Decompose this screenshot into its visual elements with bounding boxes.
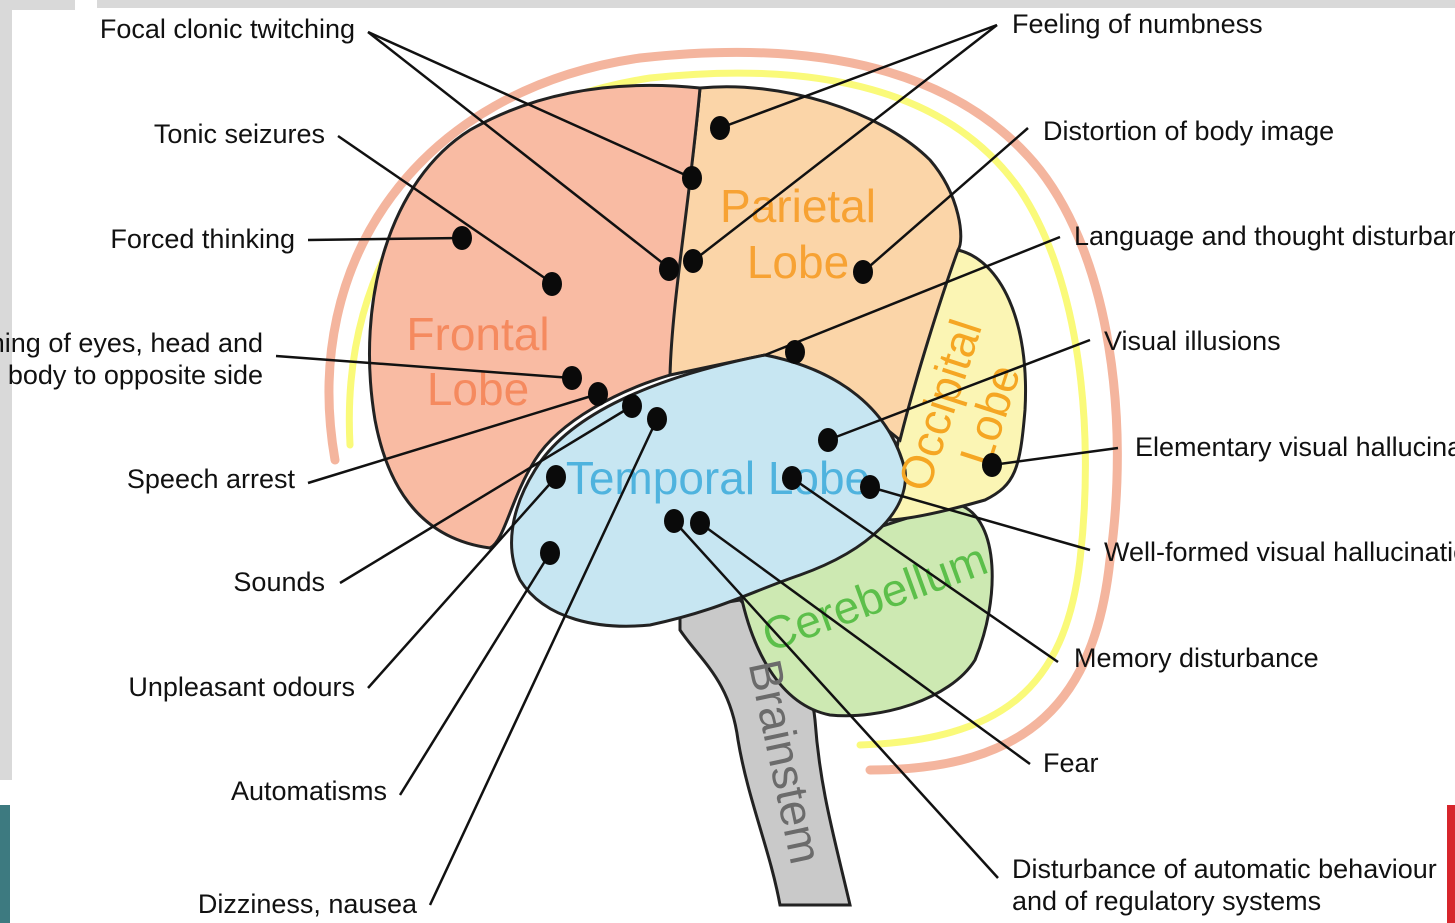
dot-sounds	[622, 394, 642, 418]
label-feeling-numbness: Feeling of numbness	[1012, 9, 1263, 39]
label-visual-illusions: Visual illusions	[1104, 326, 1281, 356]
label-disturbance-line1: Disturbance of automatic behaviour	[1012, 854, 1437, 884]
label-wellformed-hallucination: Well-formed visual hallucination	[1104, 537, 1455, 567]
dot-language	[785, 340, 805, 364]
dot-wellformed	[860, 475, 880, 499]
temporal-label: Temporal Lobe	[566, 452, 870, 504]
leader-automatisms	[400, 553, 550, 795]
dot-turning	[562, 366, 582, 390]
dot-speech	[588, 382, 608, 406]
dot-memory	[782, 466, 802, 490]
dot-forced	[452, 226, 472, 250]
label-dizziness-nausea: Dizziness, nausea	[198, 889, 418, 919]
dot-focal-2	[659, 257, 679, 281]
dot-distortion	[853, 260, 873, 284]
dot-numbness-1	[710, 116, 730, 140]
dot-disturbance	[664, 509, 684, 533]
label-turning-line1: rning of eyes, head and	[0, 328, 263, 358]
dot-dizziness	[647, 407, 667, 431]
label-sounds: Sounds	[233, 567, 325, 597]
dot-elementary	[982, 453, 1002, 477]
label-unpleasant-odours: Unpleasant odours	[128, 672, 355, 702]
parietal-label-line1: Parietal	[720, 180, 876, 232]
label-automatisms: Automatisms	[231, 776, 387, 806]
label-disturbance-line2: and of regulatory systems	[1012, 886, 1321, 916]
dot-numbness-2	[683, 249, 703, 273]
left-labels: Focal clonic twitching Tonic seizures Fo…	[0, 14, 418, 919]
label-focal-clonic: Focal clonic twitching	[100, 14, 355, 44]
label-tonic-seizures: Tonic seizures	[154, 119, 325, 149]
label-elementary-hallucination: Elementary visual hallucinatio	[1135, 432, 1455, 462]
label-memory-disturbance: Memory disturbance	[1074, 643, 1319, 673]
frontal-label-line1: Frontal	[406, 308, 549, 360]
label-turning-line2: body to opposite side	[8, 360, 263, 390]
label-fear: Fear	[1043, 748, 1099, 778]
right-labels: Feeling of numbness Distortion of body i…	[1012, 9, 1455, 916]
label-language-thought: Language and thought disturbanc	[1074, 221, 1455, 251]
parietal-label-line2: Lobe	[747, 236, 849, 288]
dot-fear	[690, 511, 710, 535]
dot-tonic	[542, 272, 562, 296]
label-forced-thinking: Forced thinking	[110, 224, 295, 254]
dot-odours	[546, 465, 566, 489]
label-speech-arrest: Speech arrest	[127, 464, 296, 494]
dot-illusions	[818, 428, 838, 452]
dot-automatisms	[540, 541, 560, 565]
dot-focal-1	[682, 166, 702, 190]
label-distortion-body-image: Distortion of body image	[1043, 116, 1334, 146]
